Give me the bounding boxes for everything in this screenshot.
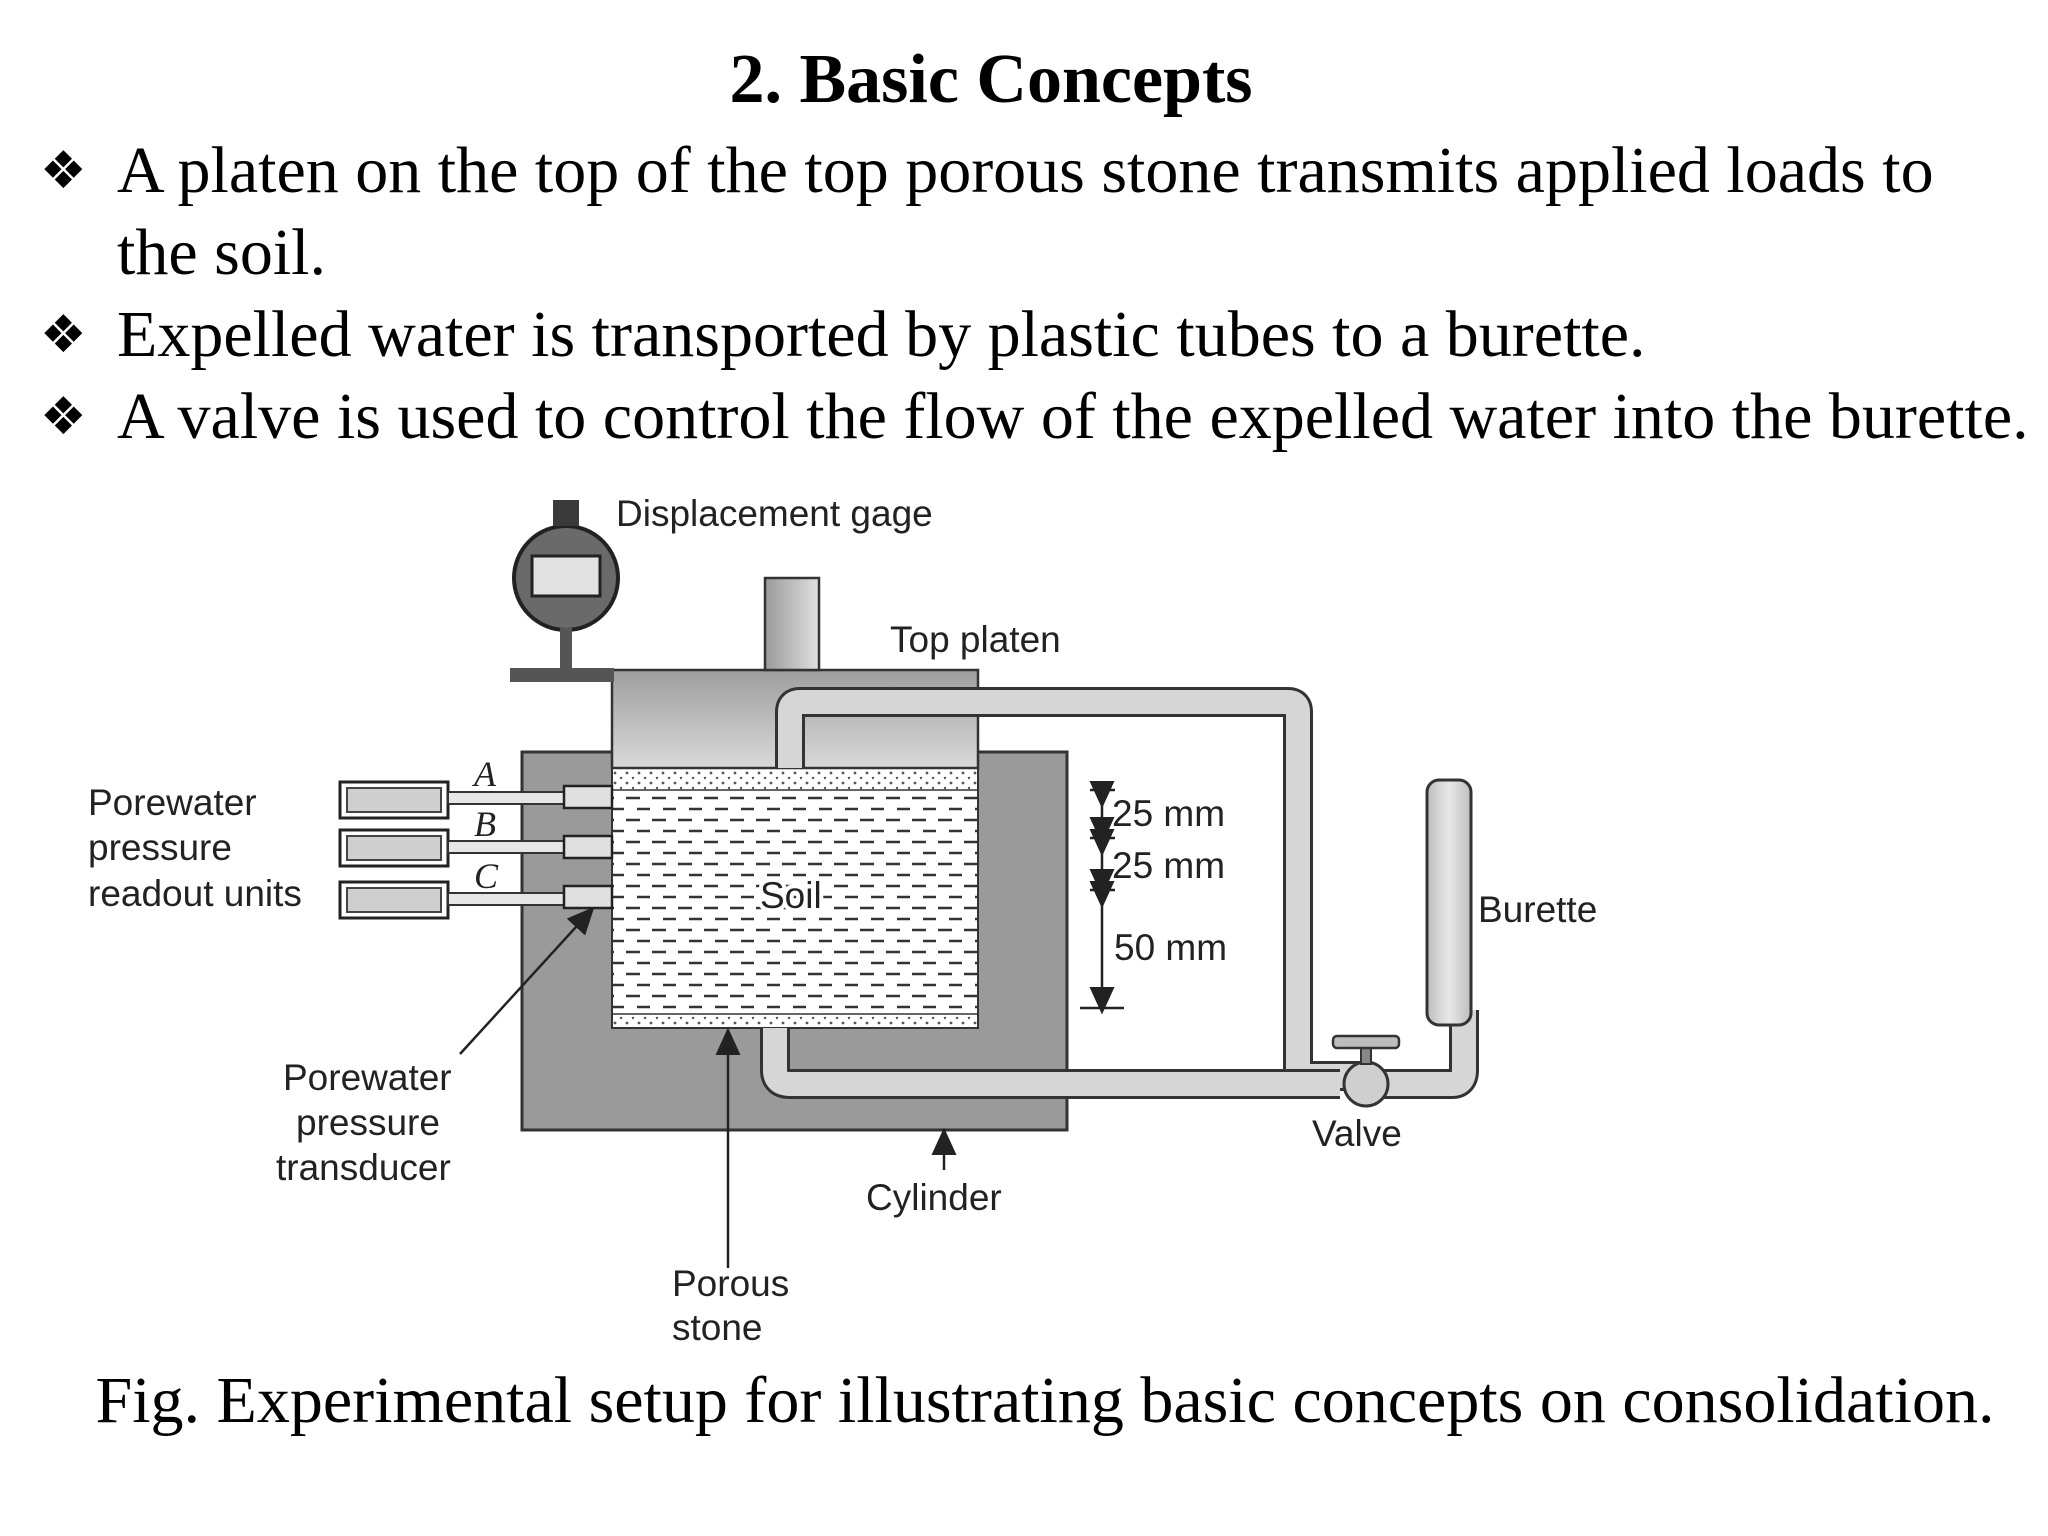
bullet-item: ❖ Expelled water is transported by plast… [40, 294, 2030, 376]
port-b-label: B [474, 804, 496, 844]
porous-stone-label-1: Porous [672, 1263, 789, 1304]
porewater-readout-label-3: readout units [88, 873, 302, 914]
burette-label: Burette [1478, 889, 1597, 930]
consolidation-setup-diagram: Displacement gage Top platen Porewater p… [88, 493, 1597, 1348]
bullet-list: ❖ A platen on the top of the top porous … [40, 130, 2030, 458]
dim-label-1: 25 mm [1112, 793, 1225, 834]
diamond-bullet-icon: ❖ [40, 305, 87, 365]
transducer-leader [459, 906, 595, 1055]
figure-caption: Fig. Experimental setup for illustrating… [95, 1364, 1995, 1437]
diamond-bullet-icon: ❖ [40, 387, 87, 447]
transducer-label-3: transducer [276, 1147, 451, 1188]
top-porous-stone [611, 767, 979, 791]
burette [1425, 778, 1473, 1027]
porewater-readout-label-1: Porewater [88, 782, 257, 823]
dim-label-3: 50 mm [1114, 927, 1227, 968]
top-platen-label: Top platen [890, 619, 1061, 660]
cylinder-label: Cylinder [866, 1177, 1002, 1218]
displacement-gage-label: Displacement gage [616, 493, 933, 534]
page-title: 2. Basic Concepts [729, 41, 1253, 118]
bullet-text: A valve is used to control the flow of t… [117, 380, 2029, 453]
port-c-label: C [474, 856, 499, 896]
diamond-bullet-icon: ❖ [40, 141, 87, 201]
porewater-pressure-transducers [562, 784, 614, 910]
porewater-readout-units [338, 780, 450, 920]
dimension-lines [1080, 781, 1124, 1015]
loading-stem [763, 576, 821, 672]
porewater-readout-label-2: pressure [88, 827, 232, 868]
transducer-label-2: pressure [296, 1102, 440, 1143]
valve [1342, 1060, 1390, 1108]
bullet-item: ❖ A valve is used to control the flow of… [40, 376, 2030, 458]
bullet-text: A platen on the top of the top porous st… [117, 134, 1934, 289]
valve-label: Valve [1312, 1113, 1402, 1154]
bullet-text: Expelled water is transported by plastic… [117, 298, 1646, 371]
porous-stone-label-2: stone [672, 1307, 763, 1348]
bottom-porous-stone [611, 1013, 979, 1029]
bullet-item: ❖ A platen on the top of the top porous … [40, 130, 2030, 294]
soil-label: Soil [760, 875, 822, 916]
transducer-label-1: Porewater [283, 1057, 452, 1098]
dim-label-2: 25 mm [1112, 845, 1225, 886]
port-a-label: A [472, 754, 497, 794]
